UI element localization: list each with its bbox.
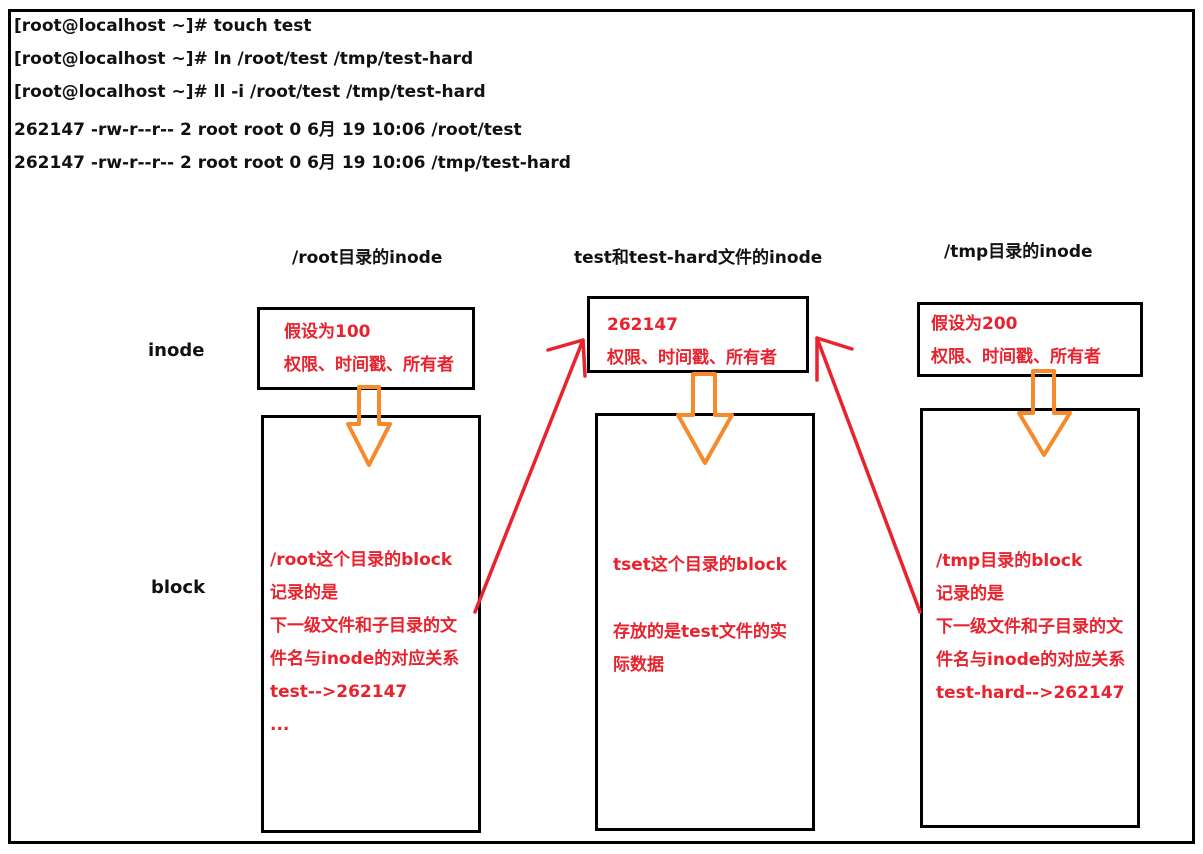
root-inode-line-2: 权限、时间戳、所有者 [284,355,454,375]
root-block-line-1: /root这个目录的block [270,550,453,570]
root-block-line-6: ... [270,715,290,735]
test-inode-line-1: 262147 [607,315,678,335]
tmp-block-line-5: test-hard-->262147 [936,683,1125,703]
terminal-line-4: 262147 -rw-r--r-- 2 root root 0 6月 19 10… [14,120,522,140]
tmp-block-line-3: 下一级文件和子目录的文 [936,617,1123,637]
terminal-line-2: [root@localhost ~]# ln /root/test /tmp/t… [14,49,474,69]
test-block-box [595,413,815,831]
header-root-inode: /root目录的inode [292,248,443,268]
root-block-line-3: 下一级文件和子目录的文 [270,616,457,636]
row-label-block: block [151,577,206,598]
test-inode-line-2: 权限、时间戳、所有者 [607,348,777,368]
tmp-block-line-1: /tmp目录的block [936,551,1083,571]
tmp-block-line-4: 件名与inode的对应关系 [936,650,1126,670]
test-block-line-4: 际数据 [613,655,664,675]
test-block-line-3: 存放的是test文件的实 [613,622,787,642]
root-block-box [261,415,481,833]
tmp-inode-line-1: 假设为200 [931,314,1018,334]
terminal-line-3: [root@localhost ~]# ll -i /root/test /tm… [14,82,486,102]
tmp-block-box [920,408,1140,828]
test-block-line-1: tset这个目录的block [613,555,787,575]
root-inode-box [257,307,475,390]
root-inode-line-1: 假设为100 [284,322,371,342]
terminal-line-5: 262147 -rw-r--r-- 2 root root 0 6月 19 10… [14,153,571,173]
root-block-line-4: 件名与inode的对应关系 [270,649,460,669]
tmp-block-line-2: 记录的是 [936,584,1004,604]
header-tmp-inode: /tmp目录的inode [944,242,1093,262]
test-inode-box [587,296,809,373]
tmp-inode-line-2: 权限、时间戳、所有者 [931,347,1101,367]
root-block-line-5: test-->262147 [270,682,408,702]
terminal-line-1: [root@localhost ~]# touch test [14,16,312,36]
header-test-inode: test和test-hard文件的inode [574,248,823,268]
root-block-line-2: 记录的是 [270,583,338,603]
row-label-inode: inode [148,340,205,361]
